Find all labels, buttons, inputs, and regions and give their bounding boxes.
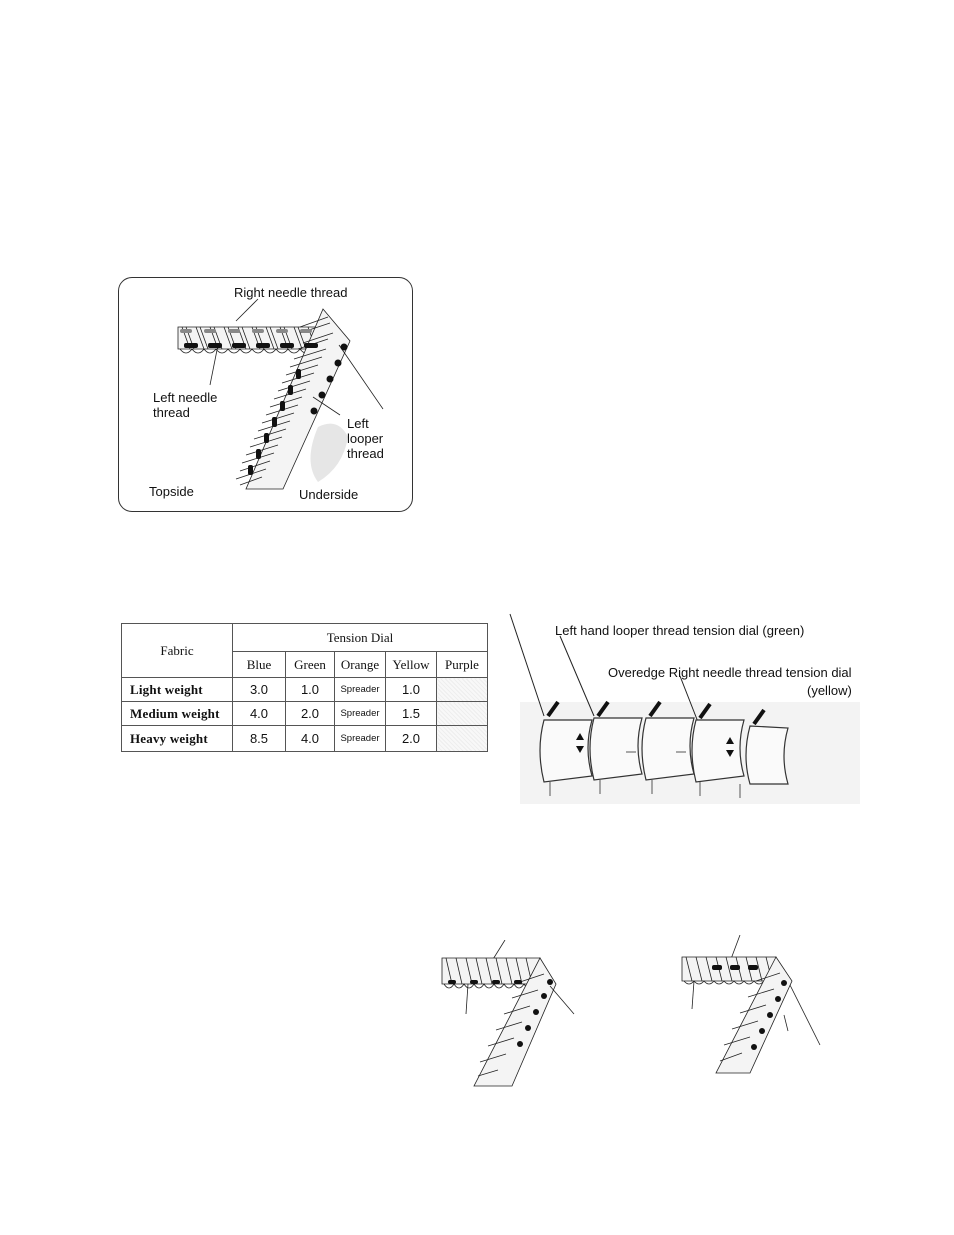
cell-yellow: 2.0: [385, 725, 437, 752]
label-topside: Topside: [149, 484, 194, 499]
label-left-needle-thread: Left needle thread: [153, 390, 218, 420]
fabric-header: Fabric: [121, 623, 233, 678]
col-yellow: Yellow: [385, 651, 437, 678]
cell-purple: [436, 701, 488, 726]
row-fabric: Medium weight: [121, 701, 233, 726]
cell-green: 2.0: [285, 701, 335, 726]
label-left-looper-dial: Left hand looper thread tension dial (gr…: [555, 623, 805, 638]
tension-dials-illustration: [509, 613, 860, 804]
tension-table: Fabric Tension Dial Blue Green Orange Ye…: [121, 623, 488, 752]
table-row: Medium weight 4.0 2.0 Spreader 1.5: [121, 701, 488, 726]
cell-yellow: 1.0: [385, 677, 437, 702]
cell-orange: Spreader: [334, 677, 386, 702]
dial-diagram: Left hand looper thread tension dial (gr…: [500, 612, 860, 804]
label-right-needle-thread: Right needle thread: [234, 285, 348, 300]
cell-green: 1.0: [285, 677, 335, 702]
cell-blue: 8.5: [232, 725, 286, 752]
stitch-illustration-tight: [681, 935, 821, 1074]
cell-yellow: 1.5: [385, 701, 437, 726]
label-right-needle-dial-color: (yellow): [807, 683, 852, 698]
label-right-needle-dial: Overedge Right needle thread tension dia…: [608, 665, 852, 680]
cell-purple: [436, 677, 488, 702]
stitch-diagram-box: [118, 277, 413, 512]
table-row: Light weight 3.0 1.0 Spreader 1.0: [121, 677, 488, 702]
row-fabric: Light weight: [121, 677, 233, 702]
stitch-illustration-loose: [441, 940, 575, 1087]
cell-purple: [436, 725, 488, 752]
col-blue: Blue: [232, 651, 286, 678]
label-underside: Underside: [299, 487, 359, 502]
cell-green: 4.0: [285, 725, 335, 752]
cell-orange: Spreader: [334, 725, 386, 752]
col-green: Green: [285, 651, 335, 678]
col-purple: Purple: [436, 651, 488, 678]
row-fabric: Heavy weight: [121, 725, 233, 752]
table-row: Heavy weight 8.5 4.0 Spreader 2.0: [121, 725, 488, 752]
cell-blue: 4.0: [232, 701, 286, 726]
stitch-illustration-main: [177, 298, 384, 490]
label-left-looper-thread: Left looper thread: [347, 416, 384, 461]
cell-orange: Spreader: [334, 701, 386, 726]
cell-blue: 3.0: [232, 677, 286, 702]
col-orange: Orange: [334, 651, 386, 678]
tension-dial-header: Tension Dial: [232, 623, 488, 652]
